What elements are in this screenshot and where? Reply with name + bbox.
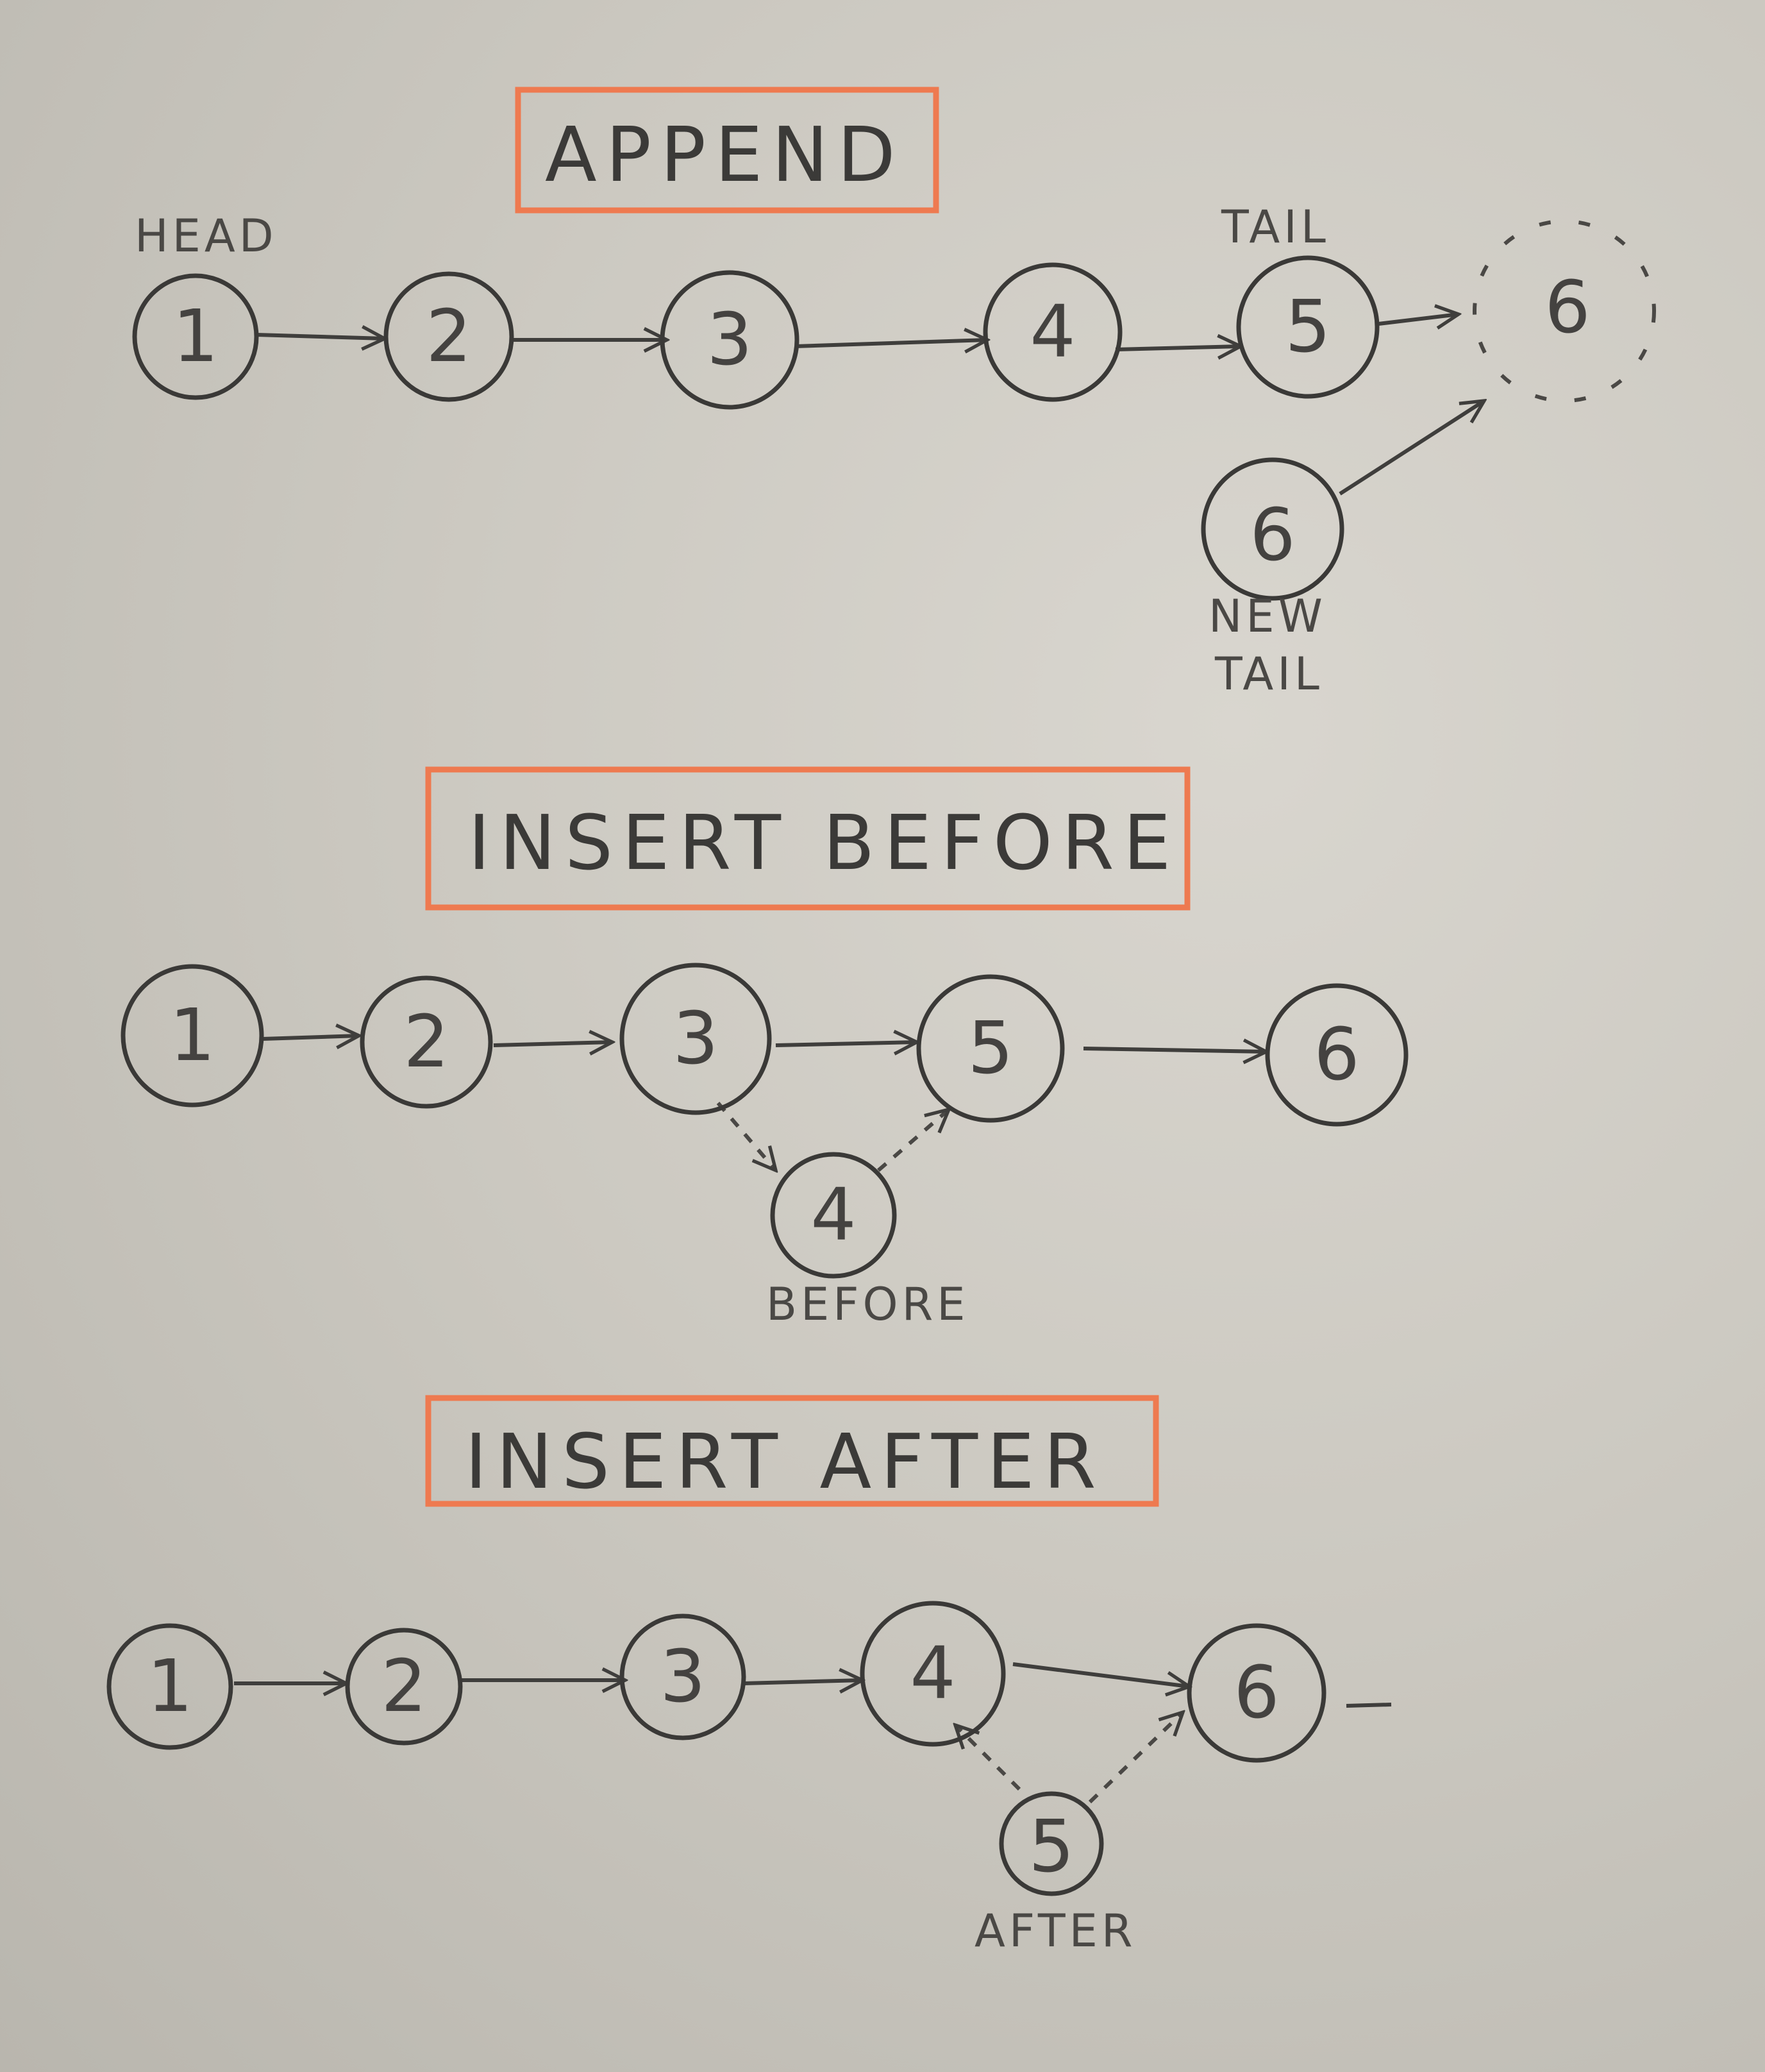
new-tail-label-line1: NEW (1209, 590, 1326, 643)
after-node-4: 4 (860, 1601, 1006, 1747)
append-new-node-6: 6 (1201, 457, 1344, 601)
before-node-2: 2 (360, 975, 493, 1109)
before-edge-3-5 (775, 1042, 917, 1045)
append-node-5: 5 (1236, 255, 1380, 399)
append-edge-4-5 (1115, 346, 1241, 350)
append-section: APPEND HEAD TAIL 1 2 3 4 5 (132, 87, 1656, 700)
svg-text:2: 2 (381, 1645, 426, 1728)
after-edge-3-4 (743, 1680, 862, 1683)
svg-text:1: 1 (147, 1645, 192, 1728)
svg-text:3: 3 (707, 298, 752, 382)
after-node-2: 2 (345, 1628, 463, 1746)
before-node-5: 5 (916, 974, 1065, 1123)
insert-before-title-box (425, 766, 1191, 911)
svg-text:4: 4 (1030, 291, 1075, 374)
append-edge-3-4 (794, 340, 987, 346)
after-label: AFTER (975, 1905, 1137, 1957)
after-node-6: 6 (1187, 1623, 1326, 1763)
svg-text:6: 6 (1250, 494, 1295, 577)
insert-before-title: INSERT BEFORE (468, 798, 1180, 887)
svg-text:1: 1 (172, 295, 218, 378)
append-title: APPEND (545, 110, 905, 199)
append-node-4: 4 (983, 262, 1123, 402)
after-node-1: 1 (106, 1623, 233, 1750)
after-edge-5-6-dashed (1088, 1712, 1183, 1804)
svg-text:4: 4 (910, 1632, 955, 1715)
insert-after-title-box (425, 1395, 1159, 1507)
append-node-1: 1 (132, 273, 259, 400)
after-trailing-mark (1346, 1703, 1392, 1708)
before-edge-2-3 (493, 1042, 612, 1045)
svg-text:3: 3 (660, 1635, 705, 1719)
append-edge-5-ghost (1378, 314, 1459, 324)
insert-before-section: INSERT BEFORE 1 2 3 5 6 4 (121, 766, 1409, 1331)
after-edge-4-6 (1012, 1662, 1189, 1687)
before-edge-1-2 (262, 1036, 359, 1039)
append-edge-1-2 (256, 335, 385, 339)
before-node-1: 1 (121, 964, 264, 1108)
svg-text:5: 5 (1028, 1805, 1074, 1889)
svg-text:5: 5 (967, 1007, 1013, 1090)
after-node-3: 3 (619, 1613, 746, 1740)
before-edge-3-4-dashed (716, 1102, 776, 1170)
append-title-box (515, 87, 939, 214)
after-inserted-node-5: 5 (999, 1791, 1104, 1896)
svg-text:2: 2 (426, 295, 471, 378)
append-node-3: 3 (660, 270, 799, 410)
before-inserted-node-4: 4 (770, 1152, 897, 1279)
before-node-3: 3 (619, 963, 772, 1115)
after-edge-5-4-dashed (955, 1725, 1021, 1791)
svg-text:6: 6 (1234, 1651, 1279, 1735)
tail-label: TAIL (1221, 201, 1330, 253)
svg-text:4: 4 (810, 1174, 856, 1257)
svg-text:5: 5 (1285, 285, 1330, 369)
svg-text:6: 6 (1314, 1013, 1359, 1097)
insert-after-title: INSERT AFTER (465, 1417, 1105, 1506)
svg-text:3: 3 (673, 997, 718, 1081)
before-node-6: 6 (1265, 983, 1409, 1127)
svg-text:2: 2 (403, 1000, 449, 1084)
before-label: BEFORE (766, 1278, 969, 1331)
head-label: HEAD (135, 210, 278, 262)
svg-text:6: 6 (1544, 266, 1590, 350)
new-tail-label-line2: TAIL (1214, 648, 1323, 700)
insert-after-section: INSERT AFTER 1 2 3 4 6 (106, 1395, 1392, 1957)
append-ghost-node-6: 6 (1473, 219, 1656, 403)
svg-text:1: 1 (169, 994, 215, 1077)
append-edge-new-ghost (1339, 401, 1484, 496)
before-edge-4-5-dashed (877, 1109, 949, 1172)
append-node-2: 2 (383, 271, 514, 402)
before-edge-5-6 (1083, 1049, 1266, 1052)
